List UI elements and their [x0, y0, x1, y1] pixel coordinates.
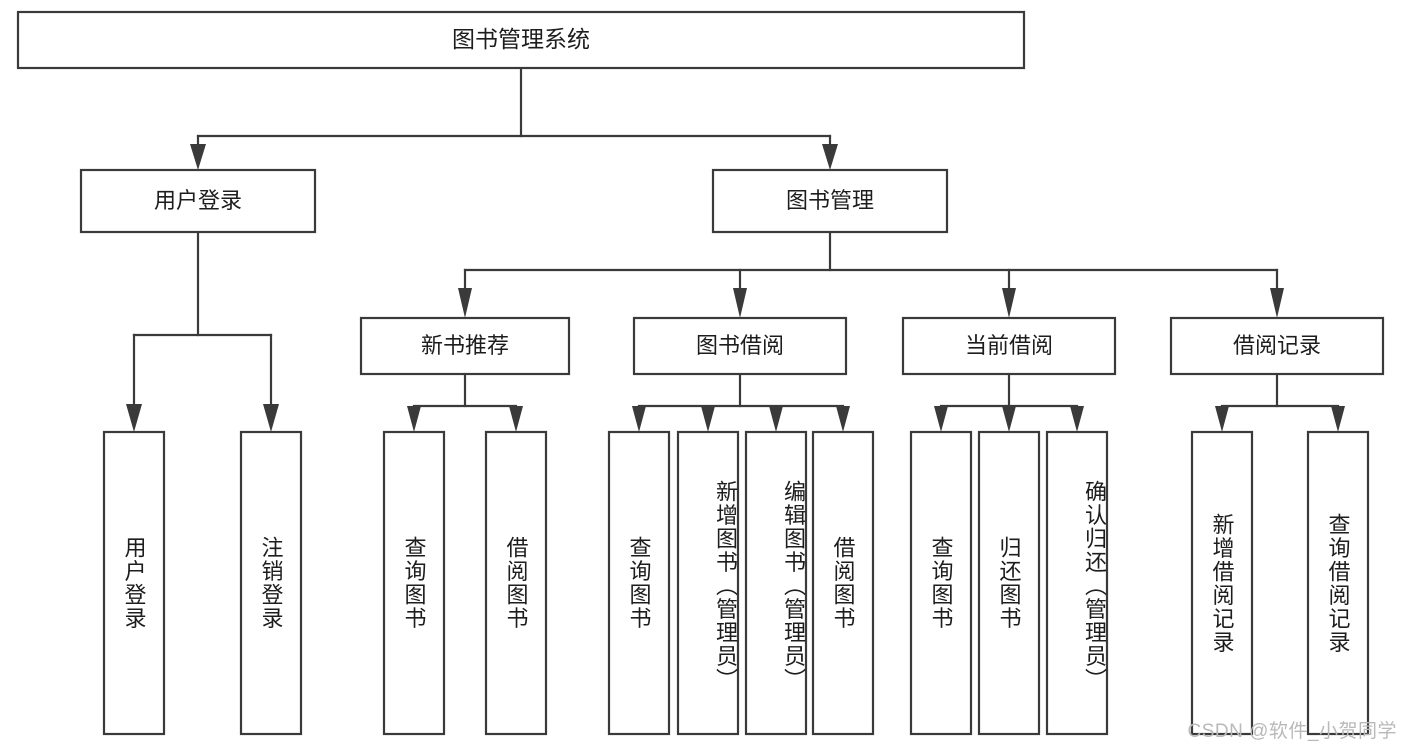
arrow-head-icon	[263, 404, 279, 432]
connector-bookmanage-to-level3	[458, 230, 1284, 318]
leaf-box-return-book[interactable]	[977, 430, 1041, 736]
leaf-box-logout-login[interactable]	[239, 430, 303, 736]
leaf-box-add-record[interactable]	[1190, 430, 1254, 736]
arrow-head-icon	[509, 406, 523, 432]
node-root-label: 图书管理系统	[452, 26, 590, 52]
arrow-head-icon	[1215, 406, 1229, 432]
node-book-borrow-label: 图书借阅	[696, 333, 784, 358]
leaf-box-confirm-return[interactable]	[1045, 430, 1109, 736]
arrow-head-icon	[632, 406, 646, 432]
arrow-head-icon	[1270, 288, 1284, 318]
node-borrow-record[interactable]: 借阅记录	[1169, 316, 1385, 376]
arrow-head-icon	[407, 406, 421, 432]
leaf-node-group	[102, 430, 1370, 736]
node-current-borrow-box[interactable]	[901, 316, 1117, 376]
leaf-box-borrow-book-1[interactable]	[484, 430, 548, 736]
node-new-book-recommend-box[interactable]	[359, 316, 571, 376]
arrow-head-icon	[769, 406, 783, 432]
arrow-head-icon	[190, 144, 206, 170]
arrow-head-icon	[1002, 406, 1016, 432]
leaf-box-query-book-1[interactable]	[382, 430, 446, 736]
node-book-borrow[interactable]: 图书借阅	[632, 316, 848, 376]
node-book-manage-label: 图书管理	[786, 188, 874, 213]
arrow-head-icon	[822, 144, 838, 170]
node-book-manage-box[interactable]	[711, 168, 949, 234]
connector-userlogin-to-leaves	[126, 230, 279, 432]
leaf-box-user-login[interactable]	[102, 430, 166, 736]
node-borrow-record-box[interactable]	[1169, 316, 1385, 376]
node-new-book-recommend[interactable]: 新书推荐	[359, 316, 571, 376]
node-root[interactable]: 图书管理系统	[16, 10, 1026, 70]
arrow-head-icon	[1070, 406, 1084, 432]
leaf-box-edit-book[interactable]	[744, 430, 808, 736]
connector-borrowrecord-to-leaves	[1215, 372, 1345, 432]
arrow-head-icon	[836, 406, 850, 432]
node-book-borrow-box[interactable]	[632, 316, 848, 376]
arrow-head-icon	[126, 404, 142, 432]
arrow-head-icon	[1331, 406, 1345, 432]
leaf-box-borrow-book-2[interactable]	[811, 430, 875, 736]
arrow-head-icon	[458, 288, 472, 318]
leaf-box-query-book-2[interactable]	[607, 430, 671, 736]
arrow-head-icon	[1002, 288, 1016, 318]
node-current-borrow[interactable]: 当前借阅	[901, 316, 1117, 376]
arrow-head-icon	[934, 406, 948, 432]
connector-newbook-to-leaves	[407, 372, 523, 432]
connector-currentborrow-to-leaves	[934, 372, 1084, 432]
node-current-borrow-label: 当前借阅	[965, 333, 1053, 358]
connector-bookborrow-to-leaves	[632, 372, 850, 432]
arrow-head-icon	[733, 288, 747, 318]
watermark-text: CSDN @软件_小贺同学	[1187, 721, 1397, 742]
node-root-box[interactable]	[16, 10, 1026, 70]
node-user-login[interactable]: 用户登录	[79, 168, 317, 234]
node-book-manage[interactable]: 图书管理	[711, 168, 949, 234]
node-borrow-record-label: 借阅记录	[1233, 333, 1321, 358]
leaf-box-query-book-3[interactable]	[909, 430, 973, 736]
node-user-login-label: 用户登录	[154, 188, 242, 213]
node-new-book-recommend-label: 新书推荐	[421, 333, 509, 358]
arrow-head-icon	[701, 406, 715, 432]
leaf-box-add-book[interactable]	[676, 430, 740, 736]
node-user-login-box[interactable]	[79, 168, 317, 234]
leaf-box-query-record[interactable]	[1306, 430, 1370, 736]
connector-root-to-level2	[190, 66, 838, 170]
